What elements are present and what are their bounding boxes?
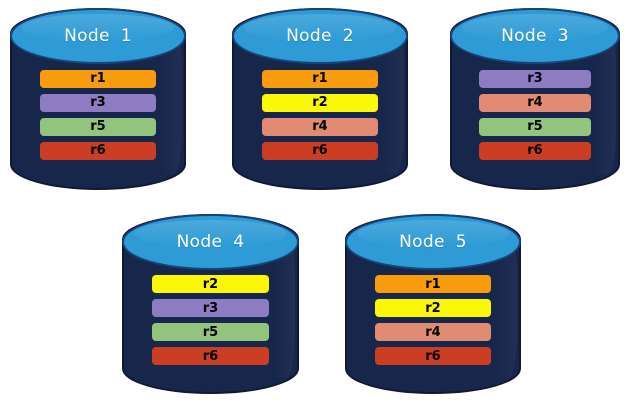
node-label: Node 1 xyxy=(64,26,132,46)
replica-r3[interactable]: r3 xyxy=(152,299,269,318)
database-node-3[interactable]: Node 3 r3 r4 r5 r6 xyxy=(450,8,620,190)
replica-list: r2 r3 r5 r6 xyxy=(152,275,269,366)
replica-r5[interactable]: r5 xyxy=(39,117,157,136)
node-label-number: 5 xyxy=(455,231,467,252)
replica-r6[interactable]: r6 xyxy=(39,141,157,160)
cylinder-top-disc: Node 4 xyxy=(122,214,299,270)
node-label-name: Node xyxy=(286,26,332,47)
node-label-number: 2 xyxy=(342,26,354,47)
node-label-name: Node xyxy=(64,26,110,47)
replica-list: r3 r4 r5 r6 xyxy=(478,69,592,160)
cylinder-top-disc: Node 2 xyxy=(232,8,408,65)
node-label: Node 5 xyxy=(399,232,467,252)
replica-r3[interactable]: r3 xyxy=(39,93,157,112)
replica-r2[interactable]: r2 xyxy=(152,275,269,294)
replica-r4[interactable]: r4 xyxy=(261,117,379,136)
node-label-number: 1 xyxy=(120,26,132,47)
replica-r3[interactable]: r3 xyxy=(478,69,592,88)
cylinder-top-disc: Node 1 xyxy=(10,8,186,65)
node-label: Node 4 xyxy=(177,232,245,252)
node-label-name: Node xyxy=(399,231,445,252)
replica-r4[interactable]: r4 xyxy=(478,93,592,112)
replica-r2[interactable]: r2 xyxy=(374,299,492,318)
database-node-2[interactable]: Node 2 r1 r2 r4 r6 xyxy=(232,8,408,190)
replica-list: r1 r3 r5 r6 xyxy=(39,69,157,160)
database-node-1[interactable]: Node 1 r1 r3 r5 r6 xyxy=(10,8,186,190)
node-label-number: 3 xyxy=(557,26,569,47)
replica-r6[interactable]: r6 xyxy=(478,141,592,160)
replica-list: r1 r2 r4 r6 xyxy=(374,275,492,366)
node-label: Node 3 xyxy=(501,26,569,46)
replica-r6[interactable]: r6 xyxy=(152,347,269,366)
node-label-name: Node xyxy=(501,26,547,47)
replica-r1[interactable]: r1 xyxy=(374,275,492,294)
replica-list: r1 r2 r4 r6 xyxy=(261,69,379,160)
replica-r1[interactable]: r1 xyxy=(261,69,379,88)
replica-r1[interactable]: r1 xyxy=(39,69,157,88)
node-label-number: 4 xyxy=(233,231,245,252)
replica-r6[interactable]: r6 xyxy=(261,141,379,160)
cylinder-top-disc: Node 3 xyxy=(450,8,620,65)
replica-r2[interactable]: r2 xyxy=(261,93,379,112)
node-label: Node 2 xyxy=(286,26,354,46)
replica-r6[interactable]: r6 xyxy=(374,347,492,366)
database-node-4[interactable]: Node 4 r2 r3 r5 r6 xyxy=(122,214,299,394)
database-node-5[interactable]: Node 5 r1 r2 r4 r6 xyxy=(345,214,521,394)
replica-r5[interactable]: r5 xyxy=(152,323,269,342)
cylinder-top-disc: Node 5 xyxy=(345,214,521,270)
node-label-name: Node xyxy=(176,231,223,252)
replica-r5[interactable]: r5 xyxy=(478,117,592,136)
replica-r4[interactable]: r4 xyxy=(374,323,492,342)
